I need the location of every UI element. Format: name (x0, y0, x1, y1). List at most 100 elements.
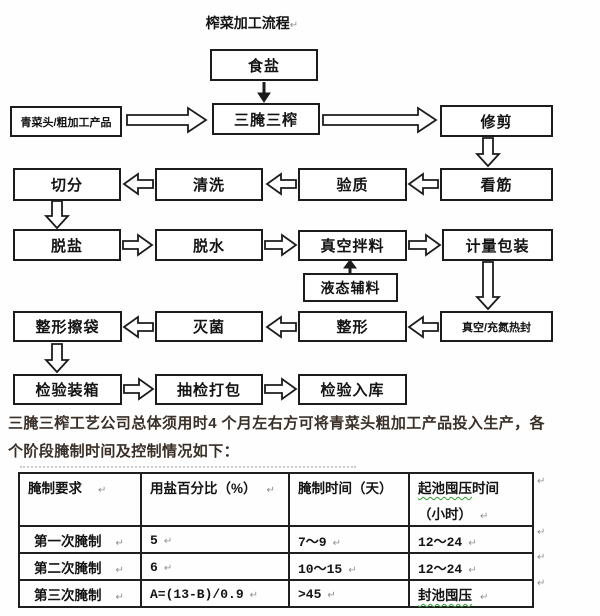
paragraph-mark: ↵ (115, 538, 124, 549)
arrow-right-icon (264, 233, 298, 257)
cell-salt-pct: 5↵ (140, 525, 290, 554)
paragraph-mark: ↵ (163, 536, 173, 547)
cell-text: 6 (150, 560, 158, 575)
flow-box-quality-check: 验质 (298, 168, 407, 201)
flow-box-liquid-aux: 液态辅料 (303, 273, 398, 302)
paragraph-line1: 三腌三榨工艺公司总体须用时4 个月左右方可将青菜头粗加工产品投入生产，各 (8, 415, 545, 432)
table-row: 第一次腌制↵ 5↵ 7～9↵ 12～24↵ (18, 525, 534, 554)
cell-salt-pct: 6↵ (140, 552, 290, 581)
cell-press-hours: 12～24 ↵ (408, 525, 534, 554)
paragraph-mark: ↵ (537, 527, 546, 538)
cell-text: 5 (150, 533, 158, 548)
flow-box-check-tendon: 看筋 (440, 168, 553, 201)
cell-press-hours: 12～24 ↵ (408, 552, 534, 581)
cell-text: A=(13-B)/0.9 (150, 587, 244, 602)
paragraph-mark: ↵ (468, 564, 477, 576)
paragraph-mark: ↵ (289, 20, 299, 31)
paragraph-line2: 个阶段腌制时间及控制情况如下： (8, 443, 240, 460)
flow-box-raw-material: 青菜头/粗加工产品 (10, 106, 122, 137)
table-row: 第二次腌制↵ 6↵ 10～15↵ 12～24↵ (18, 552, 534, 581)
cell-text: >45 (298, 587, 322, 602)
flow-box-wash: 清洗 (155, 168, 263, 201)
header-press-time: 起池囤压时间 （小时） ↵ (408, 472, 534, 527)
header-days: 腌制时间（天） (288, 472, 410, 527)
cell-days: >45 ↵ (288, 579, 410, 608)
arrow-down-icon (474, 137, 502, 168)
header-text: 腌制要求 (28, 481, 82, 496)
arrow-left-icon (407, 172, 439, 196)
paragraph-mark: ↵ (480, 592, 489, 603)
paragraph-mark: ↵ (115, 565, 124, 576)
paragraph-mark: ↵ (332, 537, 341, 549)
header-salt-pct: 用盐百分比（%） ↵ (140, 472, 290, 527)
faint-dotted-line (20, 466, 356, 468)
arrow-left-icon (265, 172, 297, 196)
paragraph-mark: ↵ (327, 590, 336, 601)
paragraph-mark: ↵ (98, 485, 107, 496)
flow-box-vacuum-mix: 真空拌料 (298, 230, 407, 261)
cell-stage: 第三次腌制 ↵ (18, 579, 142, 608)
paragraph-mark: ↵ (115, 592, 124, 603)
flow-box-inspect-box: 检验装箱 (13, 374, 122, 405)
table-header-row: 腌制要求 ↵ 用盐百分比（%） ↵ 腌制时间（天） 起池囤压时间 （小时） ↵ (18, 472, 534, 527)
cell-text: 第一次腌制 (34, 534, 102, 549)
arrow-left-icon (407, 315, 439, 339)
cell-text: 12～24 (418, 534, 463, 550)
cell-text: 12～24 (418, 561, 463, 577)
arrow-down-solid-icon (257, 92, 271, 103)
arrow-right-icon (408, 233, 442, 257)
cell-salt-pct: A=(13-B)/0.9↵ (140, 579, 290, 608)
cell-text: 封池囤压 (418, 588, 472, 603)
arrow-left-icon (122, 315, 154, 339)
paragraph-mark: ↵ (537, 552, 546, 563)
header-text: 腌制时间（天） (298, 481, 393, 496)
arrow-right-icon (123, 377, 155, 401)
header-text-wavy: 起池囤压 (418, 481, 472, 496)
paragraph-mark: ↵ (537, 578, 546, 589)
flow-box-vacuum-seal: 真空/充氮热封 (440, 311, 553, 342)
arrow-left-icon (122, 172, 154, 196)
flow-box-cut: 切分 (13, 168, 121, 201)
flow-box-measure-pack: 计量包装 (442, 229, 553, 261)
arrow-right-icon (122, 233, 154, 257)
cell-text: 第三次腌制 (34, 588, 102, 603)
flow-box-pickle-press: 三腌三榨 (212, 103, 320, 135)
flow-box-desalt: 脱盐 (13, 229, 121, 261)
flow-box-shape-wipe: 整形擦袋 (13, 311, 122, 342)
cell-stage: 第一次腌制 ↵ (18, 525, 142, 554)
arrow-down-icon (43, 343, 71, 374)
header-text: （小时） (418, 507, 472, 522)
cell-text: 第二次腌制 (34, 561, 102, 576)
header-stage: 腌制要求 ↵ (18, 472, 142, 527)
cell-stage: 第二次腌制 ↵ (18, 552, 142, 581)
flow-box-sample-pack: 抽检打包 (155, 374, 263, 405)
arrow-up-solid-icon (343, 259, 357, 269)
flow-box-inspect-store: 检验入库 (298, 374, 407, 405)
arrow-right-icon (322, 106, 438, 134)
paragraph-mark: ↵ (163, 563, 173, 574)
paragraph-mark: ↵ (480, 511, 489, 522)
flow-box-salt: 食盐 (210, 49, 318, 81)
arrow-down-icon (43, 200, 71, 230)
paragraph-mark: ↵ (348, 564, 357, 576)
cell-days: 7～9↵ (288, 525, 410, 554)
flow-box-trim: 修剪 (440, 105, 553, 137)
paragraph-mark: ↵ (266, 485, 275, 496)
arrow-right-icon (264, 377, 298, 401)
header-press-time-line2: （小时） ↵ (418, 503, 526, 523)
flow-box-shape: 整形 (298, 311, 407, 342)
cell-press-hours: 封池囤压 ↵ (408, 579, 534, 608)
pickling-table: 腌制要求 ↵ 用盐百分比（%） ↵ 腌制时间（天） 起池囤压时间 （小时） ↵ 第一次… (18, 472, 534, 608)
page-title-text: 榨菜加工流程 (205, 15, 290, 31)
page-title: 榨菜加工流程↵ (167, 13, 337, 33)
table-row: 第三次腌制 ↵ A=(13-B)/0.9↵ >45 ↵ 封池囤压 ↵ (18, 579, 534, 608)
header-press-time-line1: 起池囤压时间 (418, 477, 526, 497)
flow-box-dewater: 脱水 (155, 229, 263, 261)
header-text: 用盐百分比（%） (150, 481, 257, 496)
paragraph-mark: ↵ (468, 537, 477, 549)
arrow-left-icon (265, 315, 297, 339)
arrow-down-icon (474, 261, 502, 311)
flow-box-sterilize: 灭菌 (155, 311, 263, 342)
